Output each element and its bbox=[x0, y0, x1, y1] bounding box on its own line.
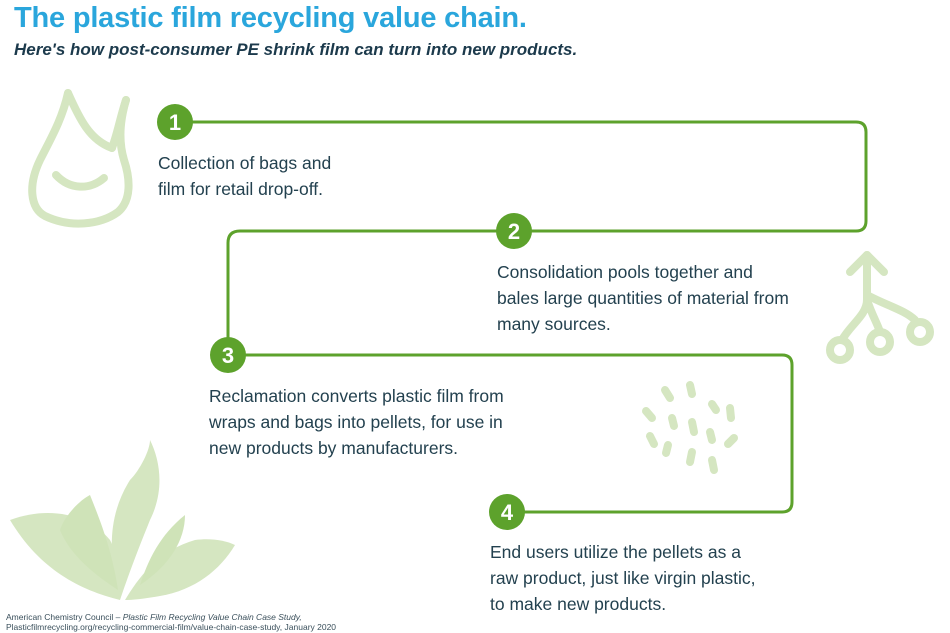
source-citation: American Chemistry Council – Plastic Fil… bbox=[6, 612, 336, 632]
step-1-line: Collection of bags and bbox=[158, 153, 332, 173]
source-org: American Chemistry Council – bbox=[6, 612, 123, 622]
pellets-icon bbox=[642, 381, 738, 474]
step-3-line: Reclamation converts plastic film from bbox=[209, 386, 504, 406]
step-number-2: 2 bbox=[508, 219, 520, 244]
plastic-bag-icon bbox=[28, 89, 133, 228]
step-badge-4: 4 bbox=[489, 494, 525, 530]
step-1-description: Collection of bags and film for retail d… bbox=[158, 150, 331, 202]
step-number-3: 3 bbox=[222, 343, 234, 368]
value-chain-path bbox=[175, 120, 868, 514]
step-2-line: many sources. bbox=[497, 314, 611, 334]
source-title: Plastic Film Recycling Value Chain Case … bbox=[122, 612, 302, 622]
step-4-line: raw product, just like virgin plastic, bbox=[490, 568, 756, 588]
page-subtitle: Here's how post-consumer PE shrink film … bbox=[14, 40, 578, 59]
step-3-line: new products by manufacturers. bbox=[209, 438, 459, 458]
step-3-description: Reclamation converts plastic film from w… bbox=[209, 383, 504, 461]
source-url: Plasticfilmrecycling.org/recycling-comme… bbox=[6, 622, 337, 632]
step-badge-1: 1 bbox=[157, 104, 193, 140]
branch-icon bbox=[826, 251, 934, 364]
step-1-line: film for retail drop-off. bbox=[158, 179, 324, 199]
step-number-4: 4 bbox=[501, 500, 514, 525]
step-number-1: 1 bbox=[169, 110, 181, 135]
page-title: The plastic film recycling value chain. bbox=[14, 2, 527, 34]
step-4-line: to make new products. bbox=[490, 594, 667, 614]
step-2-line: bales large quantities of material from bbox=[497, 288, 789, 308]
leaves-icon bbox=[10, 440, 235, 600]
step-2-description: Consolidation pools together and bales l… bbox=[497, 259, 789, 337]
step-2-line: Consolidation pools together and bbox=[497, 262, 753, 282]
step-badge-2: 2 bbox=[496, 213, 532, 249]
step-badge-3: 3 bbox=[210, 337, 246, 373]
step-3-line: wraps and bags into pellets, for use in bbox=[209, 412, 503, 432]
step-4-line: End users utilize the pellets as a bbox=[490, 542, 741, 562]
step-4-description: End users utilize the pellets as a raw p… bbox=[490, 539, 756, 617]
